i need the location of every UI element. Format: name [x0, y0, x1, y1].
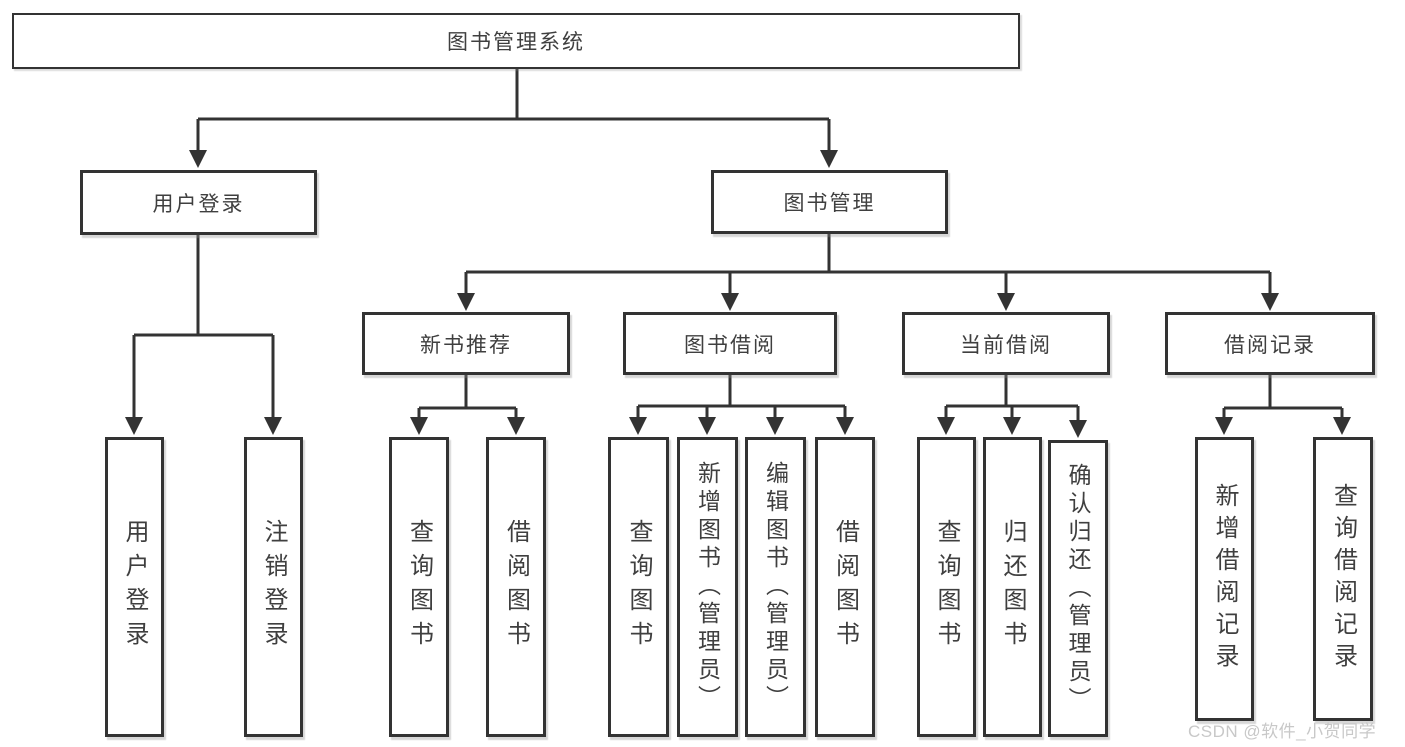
node-leaf-query-book-1: 查询图书	[389, 437, 449, 737]
node-label: 确认归还（管理员）	[1065, 462, 1091, 715]
node-label: 用户登录	[152, 192, 245, 216]
node-label: 新增借阅记录	[1211, 483, 1238, 675]
node-leaf-return-book: 归还图书	[983, 437, 1042, 737]
node-leaf-borrow-book-1: 借阅图书	[486, 437, 546, 737]
node-label: 编辑图书（管理员）	[762, 461, 789, 713]
node-book-management: 图书管理	[711, 170, 948, 234]
node-label: 新增图书（管理员）	[694, 461, 721, 713]
node-label: 注销登录	[260, 519, 287, 655]
node-book-borrow: 图书借阅	[623, 312, 837, 375]
node-label: 图书借阅	[684, 333, 776, 357]
node-leaf-confirm-return-admin: 确认归还（管理员）	[1048, 440, 1108, 737]
node-leaf-query-borrow-record: 查询借阅记录	[1313, 437, 1373, 721]
node-label: 借阅记录	[1224, 333, 1316, 357]
node-leaf-user-login: 用户登录	[105, 437, 164, 737]
node-label: 新书推荐	[420, 333, 512, 357]
node-label: 借阅图书	[502, 519, 530, 655]
node-new-book-recommend: 新书推荐	[362, 312, 570, 375]
node-root-system: 图书管理系统	[12, 13, 1020, 69]
node-leaf-logout: 注销登录	[244, 437, 303, 737]
node-current-borrow: 当前借阅	[902, 312, 1110, 375]
node-label: 查询图书	[405, 519, 433, 655]
node-leaf-borrow-book-2: 借阅图书	[815, 437, 875, 737]
node-label: 当前借阅	[960, 333, 1052, 357]
node-leaf-add-borrow-record: 新增借阅记录	[1195, 437, 1254, 721]
node-label: 查询借阅记录	[1329, 483, 1357, 675]
node-leaf-query-book-3: 查询图书	[917, 437, 976, 737]
node-label: 图书管理	[783, 192, 876, 215]
node-label: 借阅图书	[831, 519, 859, 655]
node-label: 图书管理系统	[447, 31, 585, 54]
node-label: 用户登录	[121, 519, 148, 655]
csdn-watermark: CSDN @软件_小贺同学	[1188, 722, 1377, 741]
node-leaf-edit-book-admin: 编辑图书（管理员）	[745, 437, 806, 737]
node-user-login: 用户登录	[80, 170, 317, 235]
node-label: 查询图书	[625, 519, 652, 655]
node-label: 归还图书	[999, 519, 1026, 655]
node-leaf-add-book-admin: 新增图书（管理员）	[677, 437, 738, 737]
node-leaf-query-book-2: 查询图书	[608, 437, 669, 737]
node-label: 查询图书	[933, 519, 960, 655]
node-borrow-records: 借阅记录	[1165, 312, 1375, 375]
